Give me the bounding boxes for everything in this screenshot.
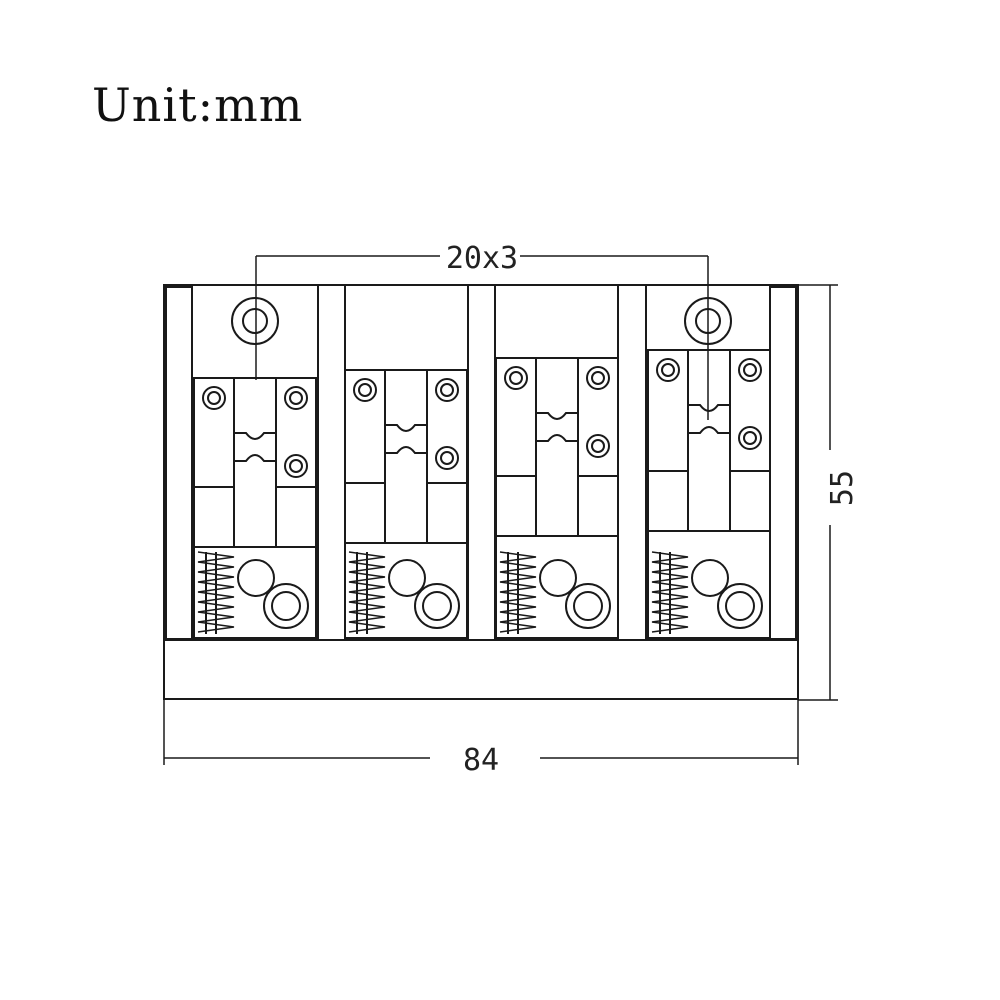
spacing-dimension-label: 20x3 [446, 241, 518, 276]
string-groove [687, 404, 731, 434]
saddle-side-block-right [729, 349, 771, 472]
saddle-side-block-right [577, 357, 619, 477]
screw-head-icon [284, 454, 308, 478]
height-screw-hole [237, 559, 275, 597]
screw-head-icon [586, 366, 610, 390]
screw-head-icon [656, 358, 680, 382]
height-screw-hole-outer [263, 583, 309, 629]
height-screw-hole-outer [717, 583, 763, 629]
saddle-side-block-left [344, 369, 386, 484]
string-groove [384, 424, 428, 454]
saddle-side-block-right [426, 369, 468, 484]
intonation-spring [348, 551, 386, 633]
height-dimension-label: 55 [825, 470, 860, 506]
saddle-outline [647, 349, 771, 639]
height-screw-hole-inner [725, 591, 755, 621]
screw-slot-icon [509, 371, 523, 385]
screw-head-icon [504, 366, 528, 390]
height-screw-hole-outer [565, 583, 611, 629]
intonation-spring [197, 551, 235, 633]
string-groove [233, 432, 277, 462]
mounting-hole-left [231, 297, 279, 345]
saddle-group [193, 349, 771, 639]
saddle-1 [193, 377, 317, 639]
width-dimension-label: 84 [463, 743, 499, 778]
height-screw-hole-inner [271, 591, 301, 621]
screw-slot-icon [743, 363, 757, 377]
screw-head-icon [586, 434, 610, 458]
screw-slot-icon [358, 383, 372, 397]
saddle-center-block [535, 357, 579, 537]
height-screw-hole [539, 559, 577, 597]
screw-head-icon [738, 358, 762, 382]
saddle-4 [647, 349, 771, 639]
height-screw-hole-inner [573, 591, 603, 621]
screw-head-icon [353, 378, 377, 402]
left-side-rail [165, 286, 193, 640]
string-groove [535, 412, 579, 442]
height-screw-hole-outer [414, 583, 460, 629]
intonation-spring [651, 551, 689, 633]
screw-slot-icon [289, 459, 303, 473]
screw-slot-icon [661, 363, 675, 377]
saddle-side-block-left [647, 349, 689, 472]
unit-label: Unit:mm [92, 78, 304, 132]
screw-slot-icon [207, 391, 221, 405]
height-screw-hole [388, 559, 426, 597]
right-side-rail [769, 286, 797, 640]
saddle-side-block-left [495, 357, 537, 477]
screw-slot-icon [289, 391, 303, 405]
saddle-center-block [233, 377, 277, 548]
screw-slot-icon [743, 431, 757, 445]
screw-slot-icon [440, 451, 454, 465]
height-screw-hole [691, 559, 729, 597]
saddle-side-block-right [275, 377, 317, 488]
saddle-2 [344, 369, 468, 639]
screw-slot-icon [591, 439, 605, 453]
height-screw-hole-inner [422, 591, 452, 621]
screw-head-icon [435, 446, 459, 470]
screw-head-icon [202, 386, 226, 410]
bridge-base-outline [163, 284, 799, 700]
saddle-side-block-left [193, 377, 235, 488]
screw-head-icon [435, 378, 459, 402]
intonation-spring [499, 551, 537, 633]
screw-head-icon [284, 386, 308, 410]
screw-head-icon [738, 426, 762, 450]
screw-slot-icon [591, 371, 605, 385]
screw-slot-icon [440, 383, 454, 397]
saddle-center-block [687, 349, 731, 532]
saddle-center-block [384, 369, 428, 544]
saddle-3 [495, 357, 619, 639]
